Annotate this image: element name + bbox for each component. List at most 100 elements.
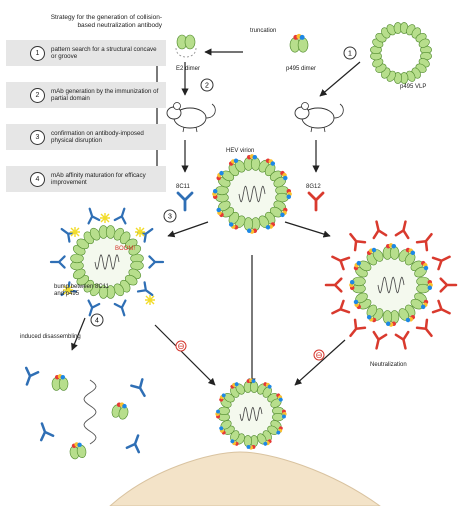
antibody: [394, 330, 410, 350]
capsid-subunit: [113, 279, 131, 297]
step-number: 2: [30, 87, 45, 103]
antibody: [87, 299, 101, 317]
antibody: [431, 299, 451, 315]
marker-4-maturation: 4: [95, 318, 99, 325]
capsid-subunit: [257, 382, 272, 398]
capsid-subunit: [420, 45, 432, 61]
p495-dimer: [289, 33, 309, 53]
capsid-subunit: [349, 276, 366, 294]
collision-flash: [135, 227, 145, 237]
e2-dimer-shape: [175, 34, 197, 58]
label-p495-dimer: p495 dimer: [286, 66, 317, 72]
capsid-subunit: [415, 33, 430, 48]
capsid-subunit: [372, 33, 387, 48]
capsid-subunit: [70, 253, 84, 271]
released-genome: [83, 379, 97, 445]
mouse-icons: [166, 102, 344, 133]
antibody: [439, 277, 458, 293]
label-e2-dimer: E2 dimer: [176, 66, 201, 72]
step-text: mAb generation by the immunization of pa…: [51, 87, 159, 103]
label-boom: BOOM!: [115, 246, 136, 252]
marker-3-confirmation: 3: [168, 214, 172, 221]
capsid-subunit: [257, 430, 272, 446]
capsid-subunit: [382, 243, 400, 260]
capsid-subunit: [72, 268, 90, 286]
viral-genome: [94, 254, 120, 270]
e2-dimer: [175, 34, 197, 58]
antibody: [415, 232, 433, 252]
antibody: [148, 255, 165, 269]
disassembled-fragments: [24, 366, 146, 460]
step-markers: 1 2 3 4: [90, 46, 357, 327]
capsid-subunit: [212, 185, 229, 203]
antibody: [125, 434, 141, 454]
capsid-subunit: [267, 420, 283, 435]
capsid-subunit: [353, 260, 372, 278]
block-marker-blue: ⊖: [177, 341, 185, 351]
mouse-icon: [166, 102, 216, 133]
hev-virions: [70, 154, 433, 450]
antibody: [130, 378, 146, 398]
capsid-subunit: [381, 24, 396, 39]
p495-vlp-particle: [370, 22, 432, 84]
capsid-subunit: [398, 304, 416, 323]
capsid-subunit: [111, 402, 129, 420]
capsid-subunit: [258, 211, 276, 230]
capsid-subunit: [269, 170, 288, 188]
arrow-vlp-to-mouse: [319, 61, 361, 97]
label-induced-disassembling: induced disassembling: [20, 334, 81, 340]
marker-2-immunization: 2: [205, 83, 209, 90]
label-p495-vlp: p495 VLP: [400, 84, 427, 90]
capsid-subunit: [382, 310, 400, 327]
host-cell: [109, 451, 381, 506]
capsid-subunit: [83, 227, 101, 245]
capsid-subunit: [243, 154, 261, 171]
antibody: [372, 330, 388, 350]
capsid-subunit: [398, 247, 416, 266]
antibody: [113, 299, 127, 317]
capsid-subunit: [98, 225, 116, 239]
block-marker-red: ⊖: [315, 350, 323, 360]
step-number: 1: [30, 45, 45, 61]
capsid-subunit: [406, 67, 421, 82]
capsid-subunit: [289, 33, 309, 53]
viral-genome: [239, 406, 263, 422]
capsid-subunit: [366, 247, 384, 266]
antibody: [431, 255, 451, 271]
block-markers: ⊖ ⊖: [175, 340, 325, 361]
label-truncation: truncation: [250, 28, 277, 34]
collision-flash: [100, 213, 110, 223]
capsid-subunit: [124, 238, 142, 256]
antibody: [176, 191, 194, 212]
collision-flash: [145, 295, 155, 305]
strategy-panel: Strategy for the generation of collision…: [6, 12, 166, 32]
label-hev-virion: HEV virion: [226, 148, 255, 154]
viral-genome: [238, 185, 266, 203]
collision-flash: [70, 227, 80, 237]
marker-1-vlp: 1: [348, 51, 352, 58]
capsid-subunit: [215, 406, 230, 422]
step-number: 4: [30, 171, 45, 187]
capsid-subunit: [267, 393, 283, 408]
capsid-subunit: [228, 158, 246, 177]
capsid-subunit: [219, 393, 235, 408]
capsid-subunit: [130, 253, 144, 271]
capsid-subunit: [243, 435, 259, 450]
label-bump: bump between 8C11 and p495: [54, 284, 109, 297]
arrow-disassembly: [71, 317, 86, 351]
label-neutralization: Neutralization: [370, 362, 407, 368]
arrow-virion-to-red: [284, 221, 331, 238]
arrow-red-to-cell: [294, 339, 346, 386]
viral-genome: [377, 276, 405, 294]
capsid-subunit: [393, 72, 409, 84]
antibody: [39, 422, 55, 442]
capsid-subunit: [230, 430, 245, 446]
antibody: [87, 207, 101, 225]
strategy-title: Strategy for the generation of collision…: [50, 14, 162, 29]
antibody: [349, 318, 367, 338]
antibody: [113, 207, 127, 225]
